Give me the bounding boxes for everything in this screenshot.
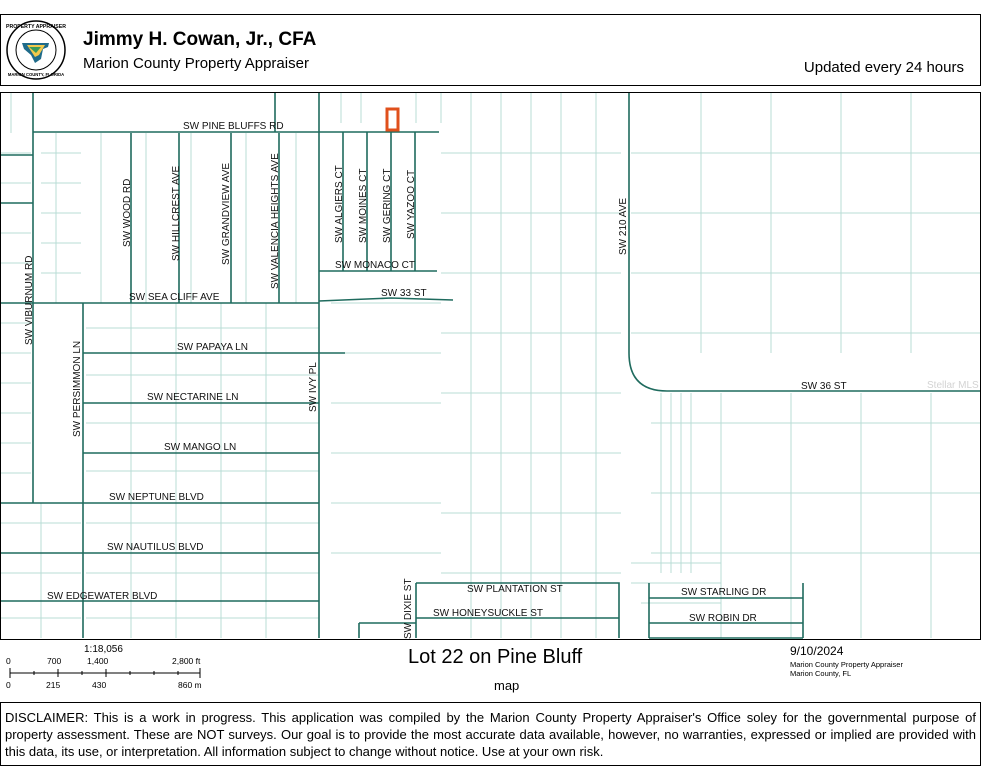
header-panel: PROPERTY APPRAISER MARION COUNTY, FLORID… [0,14,981,86]
seal-text-top: PROPERTY APPRAISER [6,24,66,30]
disclaimer-text: DISCLAIMER: This is a work in progress. … [0,702,981,766]
parcel-lines [1,93,980,638]
map-subtitle: map [494,678,520,693]
scale-m-tick-2: 430 [92,680,106,690]
road-label-neptune: SW NEPTUNE BLVD [109,492,204,503]
road-label-mango: SW MANGO LN [164,442,236,453]
credit-office: Marion County Property Appraiser [790,660,903,669]
road-label-pine-bluffs: SW PINE BLUFFS RD [183,121,284,132]
road-label-viburnum: SW VIBURNUM RD [24,256,35,345]
road-label-nautilus: SW NAUTILUS BLVD [107,542,204,553]
road-label-ivy: SW IVY PL [308,362,319,412]
road-label-persimmon: SW PERSIMMON LN [72,341,83,437]
scale-ft-tick-2: 1,400 [87,656,109,666]
scale-m-tick-0: 0 [6,680,11,690]
scale-ratio: 1:18,056 [84,644,123,655]
credit-county: Marion County, FL [790,669,852,678]
road-label-33-st: SW 33 ST [381,288,427,299]
road-label-edgewater: SW EDGEWATER BLVD [47,591,157,602]
scale-m-tick-1: 215 [46,680,60,690]
road-label-moines: SW MOINES CT [358,169,369,243]
appraiser-seal-logo: PROPERTY APPRAISER MARION COUNTY, FLORID… [6,20,66,80]
road-label-36-st: SW 36 ST [801,381,847,392]
road-label-honeysuckle: SW HONEYSUCKLE ST [433,608,543,619]
watermark: Stellar MLS [927,380,979,391]
road-label-hillcrest: SW HILLCREST AVE [171,165,182,261]
scale-ft-tick-3: 2,800 ft [172,656,201,666]
scale-ft-tick-0: 0 [6,656,11,666]
road-label-valencia: SW VALENCIA HEIGHTS AVE [270,153,281,289]
map-date: 9/10/2024 [790,644,844,658]
update-frequency: Updated every 24 hours [803,59,964,76]
seal-text-bottom: MARION COUNTY, FLORIDA [8,72,64,77]
road-label-plantation: SW PLANTATION ST [467,584,563,595]
road-network [1,93,980,639]
road-label-starling: SW STARLING DR [681,587,766,598]
road-label-algiers: SW ALGIERS CT [334,165,345,243]
road-label-monaco: SW MONACO CT [335,260,415,271]
road-label-wood: SW WOOD RD [122,179,133,247]
map-canvas[interactable]: SW PINE BLUFFS RD SW WOOD RD SW HILLCRES… [1,93,981,640]
road-label-yazoo: SW YAZOO CT [406,170,417,239]
scale-m-tick-3: 860 m [178,680,202,690]
road-label-sea-cliff: SW SEA CLIFF AVE [129,292,220,303]
subject-lot-marker[interactable] [385,107,400,132]
map-footer: 1:18,056 0 700 1,400 2,800 ft 0 215 430 … [0,640,986,700]
parcel-map[interactable]: SW PINE BLUFFS RD SW WOOD RD SW HILLCRES… [0,92,981,640]
road-label-gering: SW GERING CT [382,169,393,243]
road-label-robin: SW ROBIN DR [689,613,757,624]
road-label-210-ave: SW 210 AVE [618,198,629,255]
appraiser-name: Jimmy H. Cowan, Jr., CFA [83,29,317,50]
road-label-papaya: SW PAPAYA LN [177,342,248,353]
road-label-nectarine: SW NECTARINE LN [147,392,239,403]
road-label-dixie: SW DIXIE ST [403,578,414,639]
scale-bar: 0 700 1,400 2,800 ft 0 215 430 860 m [6,656,202,690]
road-label-grandview: SW GRANDVIEW AVE [221,163,232,265]
scale-ft-tick-1: 700 [47,656,61,666]
office-name: Marion County Property Appraiser [83,55,309,72]
map-title: Lot 22 on Pine Bluff [408,646,583,668]
